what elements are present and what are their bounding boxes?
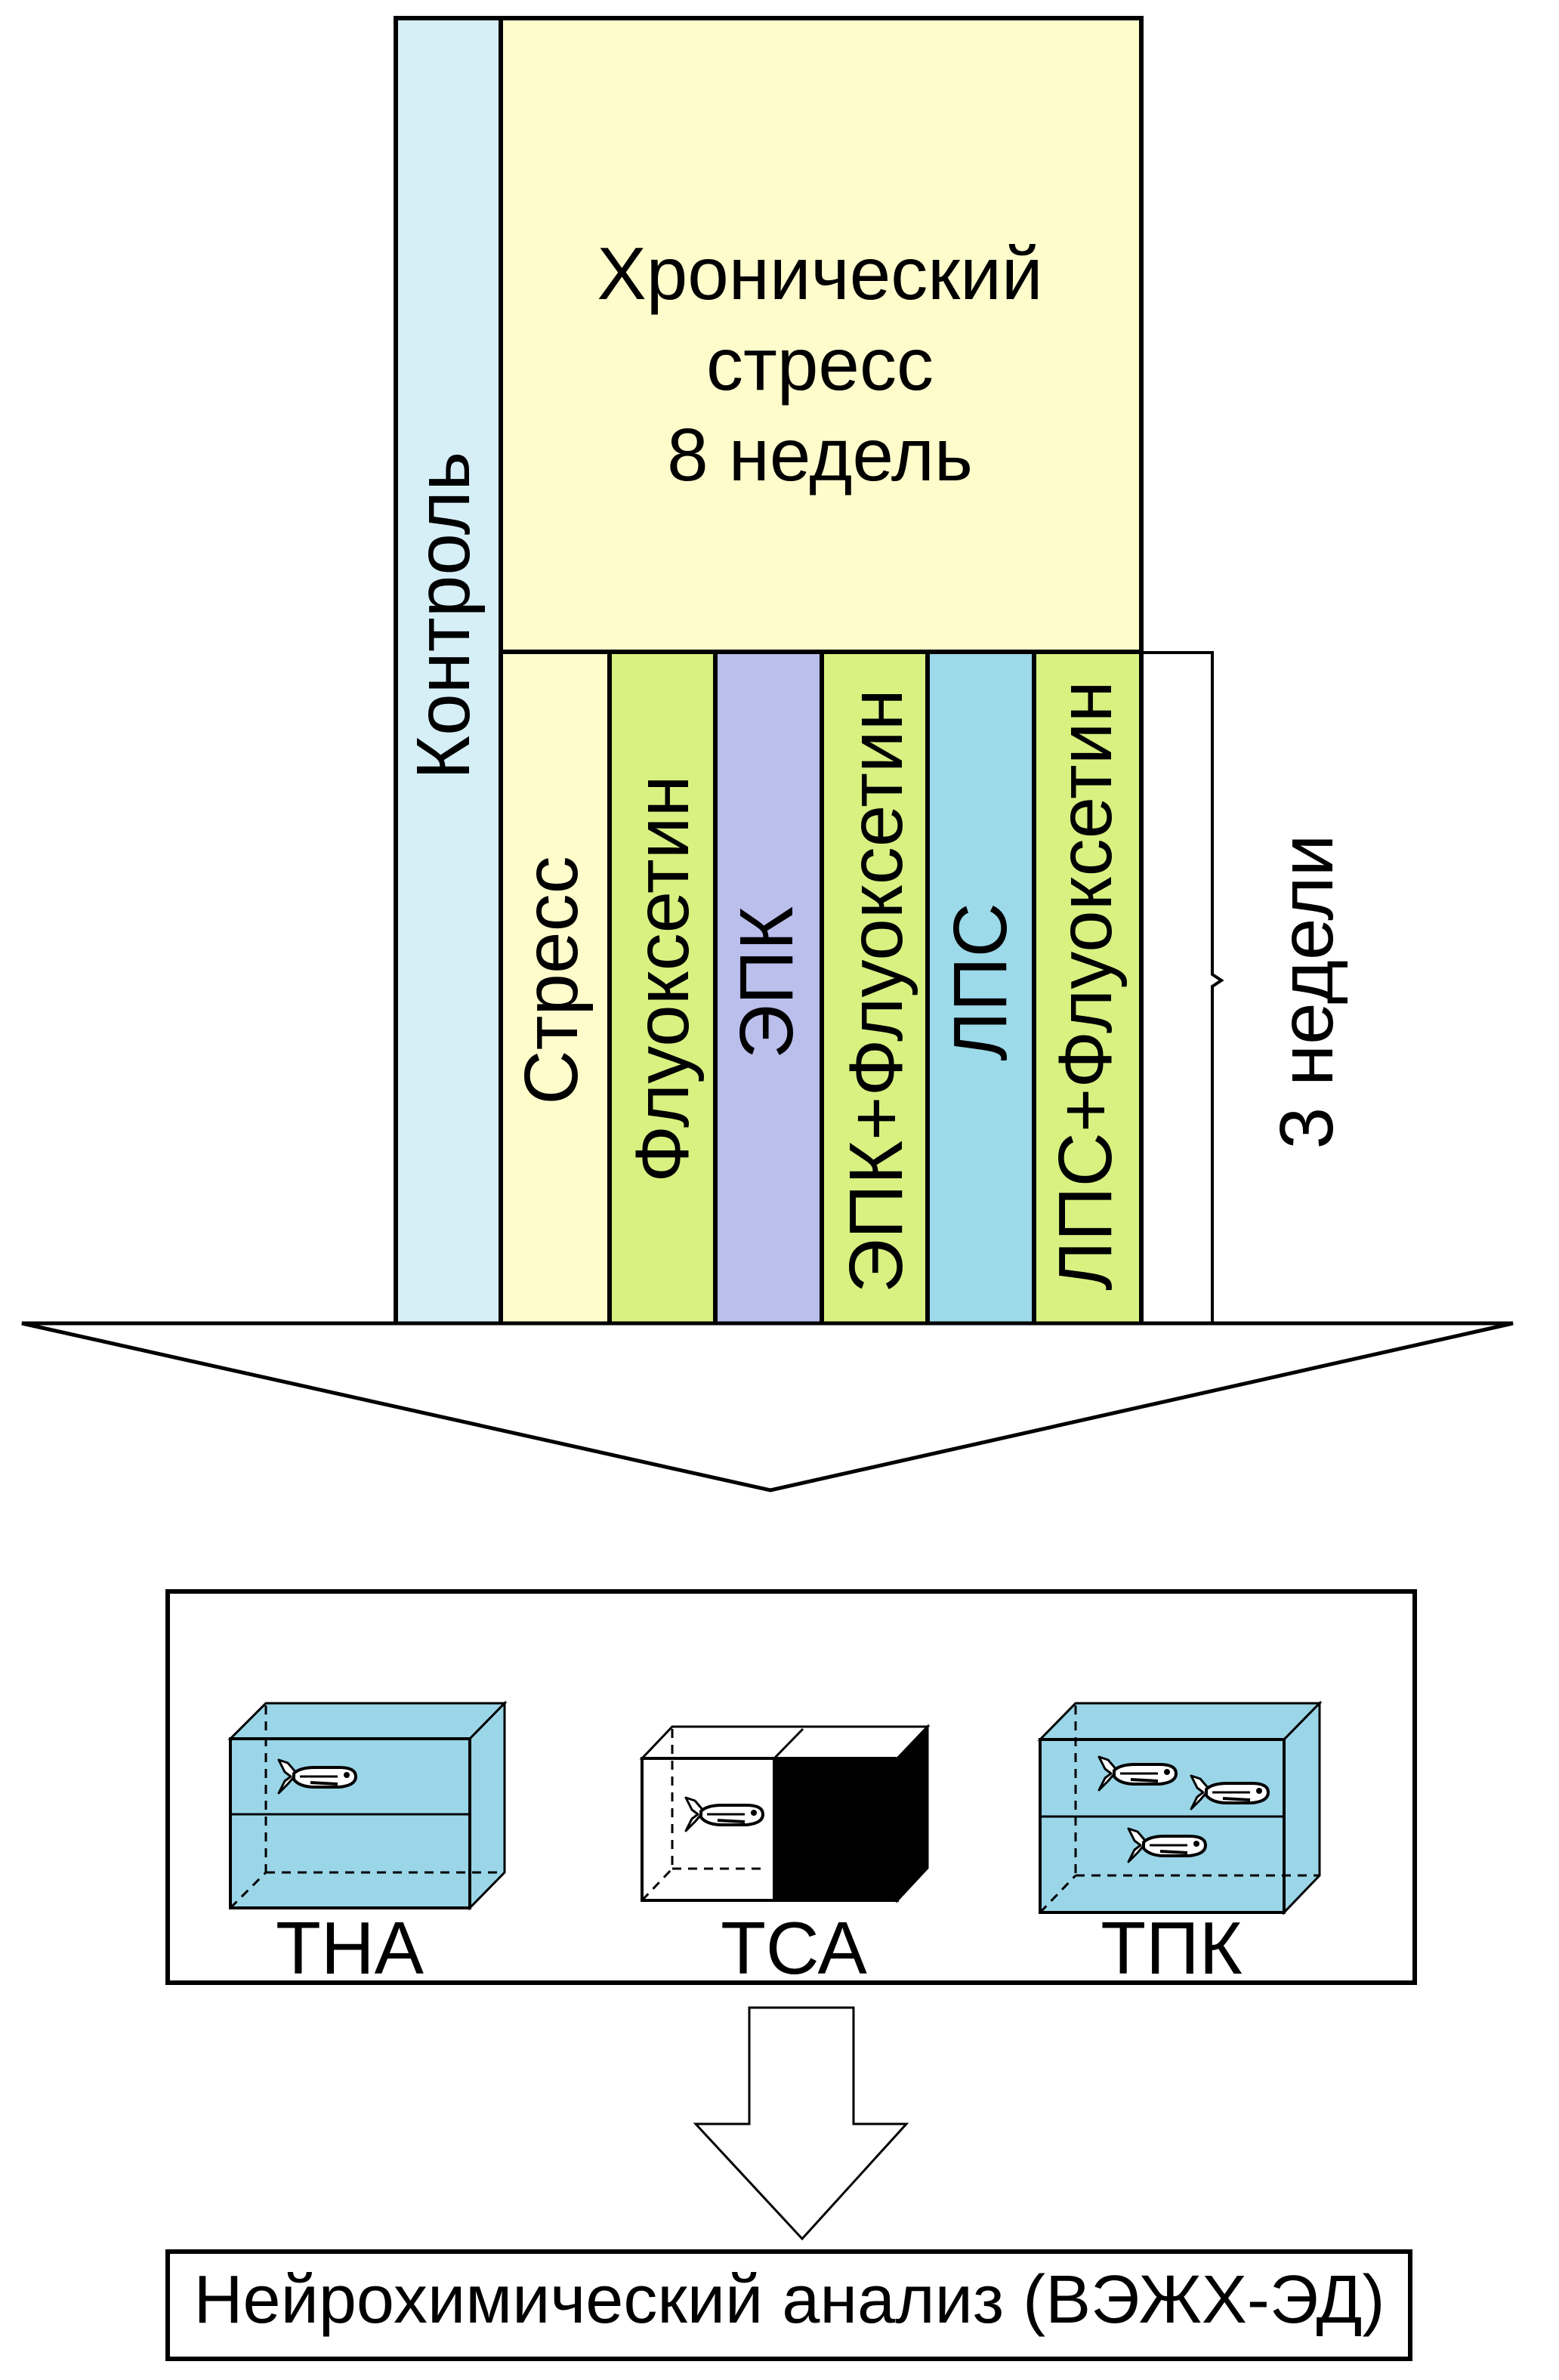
treatment-duration-label: 3 недели xyxy=(1264,834,1349,1150)
group-band-epk-fluoxetine xyxy=(820,650,930,1327)
chronic-stress-line1: Хронический xyxy=(597,232,1043,315)
tank-tpk-icon xyxy=(1037,1700,1323,1915)
test-label-tsa: ТСА xyxy=(721,1906,867,1990)
chronic-stress-line2: стресс xyxy=(706,323,934,406)
tank-tsa-icon xyxy=(639,1724,931,1903)
test-label-tpk: ТПК xyxy=(1101,1906,1243,1990)
big-down-arrow-icon xyxy=(21,1321,1514,1493)
final-analysis-label: Нейрохимический анализ (ВЭЖХ-ЭД) xyxy=(193,2262,1385,2338)
tank-tna-icon xyxy=(227,1700,508,1911)
control-column xyxy=(394,16,505,1327)
final-analysis-box xyxy=(165,2249,1412,2361)
small-down-arrow-icon xyxy=(693,2006,909,2241)
chronic-stress-text: Хронический стресс 8 недель xyxy=(501,18,1139,652)
group-band-epk xyxy=(713,650,824,1327)
duration-bracket xyxy=(1141,651,1224,1323)
chronic-stress-box xyxy=(499,16,1144,656)
group-band-lps-fluoxetine xyxy=(1032,650,1144,1327)
test-label-tna: ТНА xyxy=(276,1906,424,1990)
chronic-stress-line3: 8 недель xyxy=(667,413,973,496)
